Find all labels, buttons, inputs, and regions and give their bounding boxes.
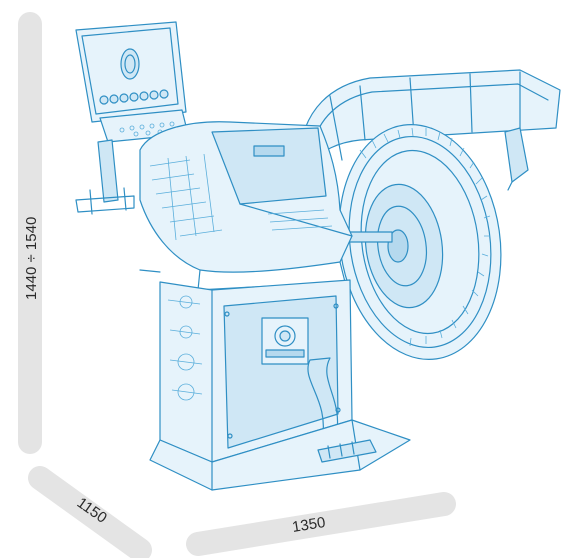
balancer-top-console: [139, 121, 353, 291]
balancer-cabinet: [139, 269, 353, 463]
balancer-base: [149, 419, 411, 491]
brand-logo-plate: [261, 317, 309, 365]
wheel-tyre: [338, 124, 502, 360]
width-dimension-label: 1350: [291, 514, 327, 536]
depth-dimension-bar: [28, 466, 152, 558]
wheel-balancer-drawing: [75, 21, 561, 491]
width-dimension-bar: [186, 492, 456, 556]
height-dimension-bar: [18, 12, 42, 454]
height-dimension-label: 1440 ÷ 1540: [23, 217, 40, 300]
